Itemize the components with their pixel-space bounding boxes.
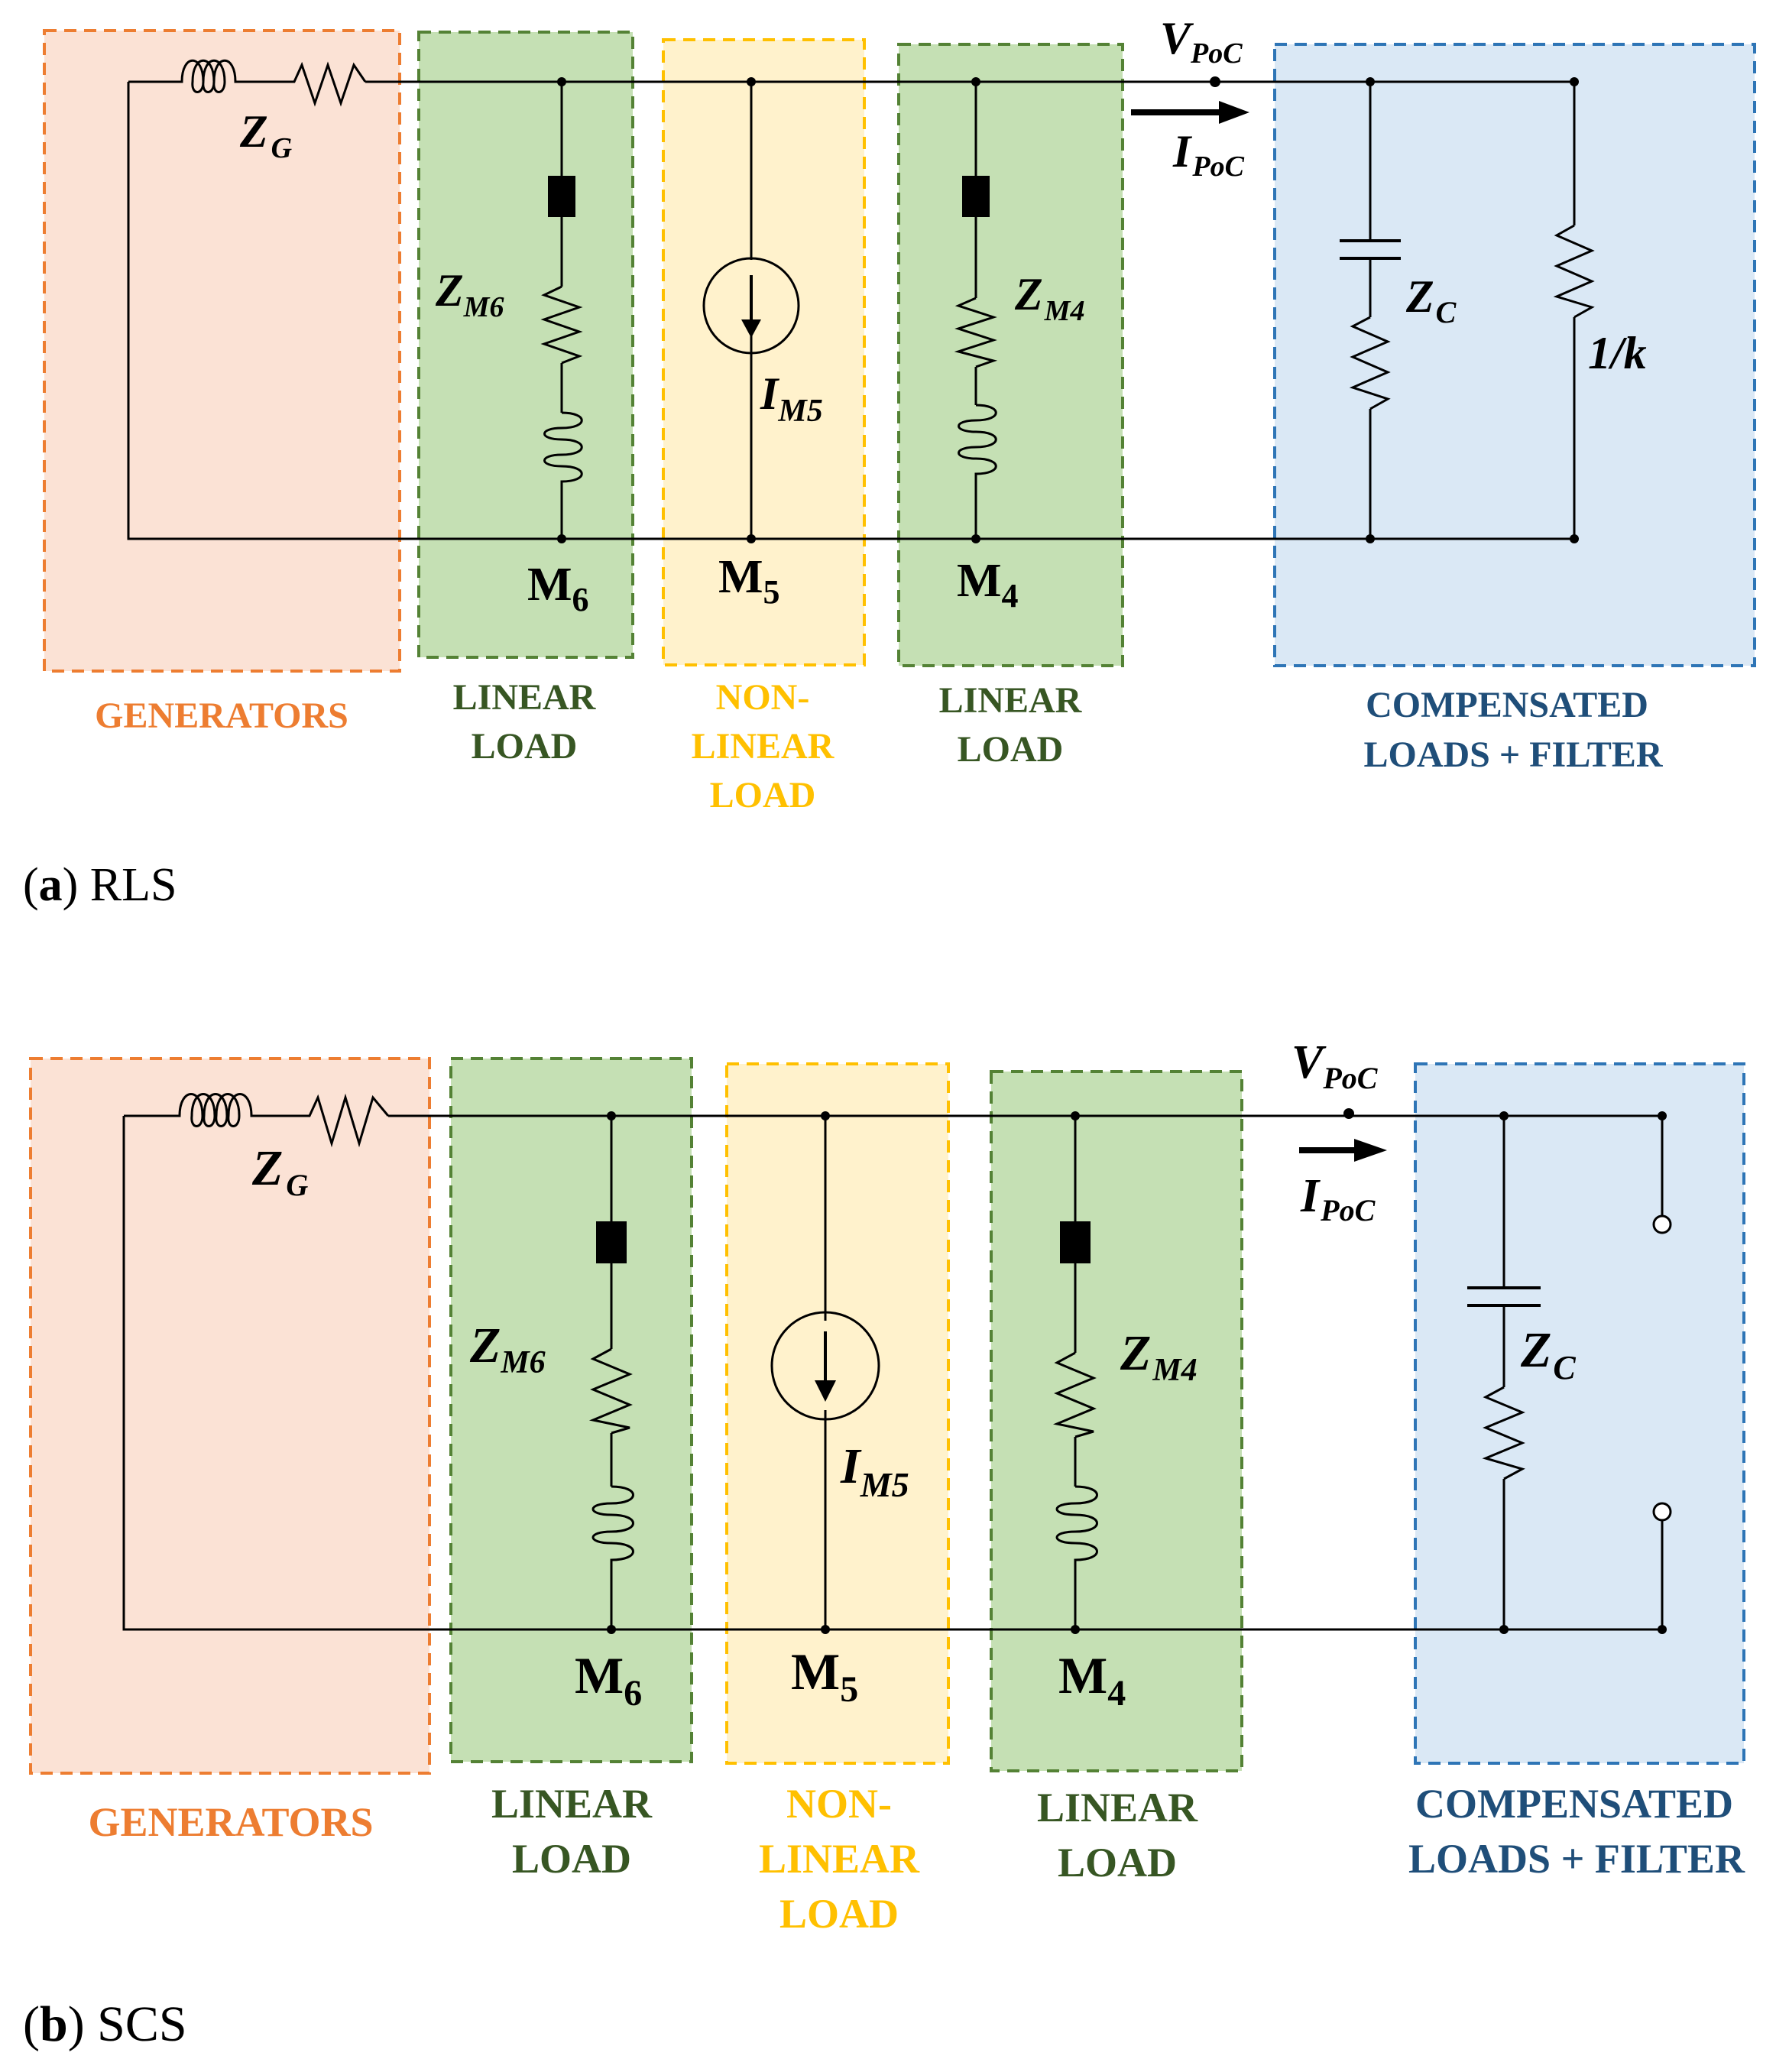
linear-load-box-a-2 (897, 43, 1124, 667)
group-linear-a-2-line2: LOAD (958, 729, 1064, 770)
current-source-arrowhead-m5-b (815, 1380, 836, 1402)
inductor-m4-a (958, 404, 997, 482)
poc-arrowhead-b (1354, 1139, 1387, 1162)
label-vpoc-a: VPoC (1160, 13, 1243, 70)
label-zc-a: ZC (1405, 271, 1457, 329)
generator-inductor-a (164, 59, 256, 93)
label-zm4-b: ZM4 (1120, 1325, 1198, 1388)
label-ipoc-b: IPoC (1300, 1170, 1376, 1227)
current-source-m5-b (770, 1311, 880, 1421)
resistor-m6-a (540, 285, 583, 365)
group-compensated-b-line1: COMPENSATED (1415, 1781, 1733, 1827)
capacitor-c-b (1467, 1286, 1541, 1307)
label-m4-b: M4 (1058, 1646, 1126, 1714)
compensated-box-a (1273, 43, 1756, 667)
resistor-c-b (1482, 1386, 1525, 1480)
switch-terminal-top-b (1652, 1214, 1672, 1234)
group-linear-b-1-line1: LINEAR (491, 1781, 653, 1827)
group-nonlinear-a-line2: LINEAR (692, 726, 835, 767)
group-compensated-a-line1: COMPENSATED (1366, 685, 1648, 725)
capacitor-c-a (1340, 239, 1401, 260)
wire-b (122, 1114, 1664, 1631)
group-linear-a-1-line2: LOAD (472, 726, 578, 767)
current-source-arrowhead-m5-a (741, 319, 761, 338)
generator-inductor-b (160, 1093, 264, 1127)
resistor-k-a (1553, 224, 1595, 319)
group-compensated-b-line2: LOADS + FILTER (1408, 1836, 1745, 1882)
inductor-m6-a (543, 411, 583, 489)
label-zm6-b: ZM6 (469, 1318, 546, 1380)
label-zc-b: ZC (1520, 1322, 1576, 1386)
current-source-m5-a (702, 257, 800, 355)
breaker-m4-a (962, 176, 990, 217)
group-nonlinear-b-line2: LINEAR (759, 1836, 920, 1882)
linear-load-box-b-1 (449, 1057, 693, 1763)
generator-resistor-a (256, 61, 367, 107)
group-nonlinear-a-line3: LOAD (710, 775, 816, 816)
group-nonlinear-a-line1: NON- (716, 677, 810, 718)
group-linear-b-1-line2: LOAD (512, 1836, 631, 1882)
inductor-m6-b (591, 1485, 634, 1571)
linear-load-box-a-1 (417, 31, 634, 659)
label-m6-b: M6 (575, 1646, 642, 1714)
panel-caption-b: (b) SCS (23, 1996, 187, 2052)
generators-box-a (43, 29, 401, 673)
label-m4-a: M4 (957, 555, 1019, 614)
group-nonlinear-b-line3: LOAD (779, 1891, 899, 1937)
nonlinear-load-box-b (725, 1062, 950, 1765)
group-linear-b-2-line1: LINEAR (1037, 1785, 1198, 1830)
group-compensated-a-line2: LOADS + FILTER (1363, 734, 1663, 775)
panel-caption-a: (a) RLS (23, 859, 177, 911)
label-m6-a: M6 (527, 559, 589, 618)
resistor-m4-b (1052, 1351, 1097, 1438)
label-vpoc-b: VPoC (1291, 1036, 1379, 1095)
inductor-m4-b (1055, 1485, 1098, 1571)
resistor-m6-b (588, 1347, 633, 1435)
group-linear-a-1-line1: LINEAR (453, 677, 597, 718)
group-generators-b: GENERATORS (88, 1799, 373, 1845)
generator-resistor-b (264, 1093, 390, 1148)
junctions-a (557, 76, 1579, 543)
group-nonlinear-b-line1: NON- (786, 1781, 892, 1827)
label-m5-b: M5 (791, 1642, 858, 1710)
label-zm4-a: ZM4 (1014, 269, 1084, 327)
wire-a (127, 80, 1576, 540)
label-im5-b: IM5 (840, 1438, 909, 1504)
label-m5-a: M5 (718, 551, 780, 611)
group-linear-a-2-line1: LINEAR (939, 680, 1083, 721)
group-linear-b-2-line2: LOAD (1058, 1840, 1177, 1886)
compensated-box-b (1414, 1062, 1745, 1765)
breaker-m6-b (596, 1221, 627, 1263)
label-im5-a: IM5 (760, 368, 823, 429)
resistor-m4-a (954, 297, 998, 368)
breaker-m4-b (1060, 1221, 1091, 1263)
poc-arrowhead-a (1219, 101, 1249, 124)
label-k-a: 1/k (1588, 328, 1647, 378)
generators-box-b (29, 1057, 431, 1775)
label-ipoc-a: IPoC (1172, 126, 1245, 183)
label-zm6-a: ZM6 (435, 265, 504, 323)
breaker-m6-a (548, 176, 575, 217)
resistor-c-a (1349, 316, 1391, 410)
junctions-b (607, 1108, 1667, 1634)
group-generators-a: GENERATORS (95, 696, 348, 736)
switch-terminal-bottom-b (1652, 1502, 1672, 1522)
linear-load-box-b-2 (990, 1070, 1243, 1772)
